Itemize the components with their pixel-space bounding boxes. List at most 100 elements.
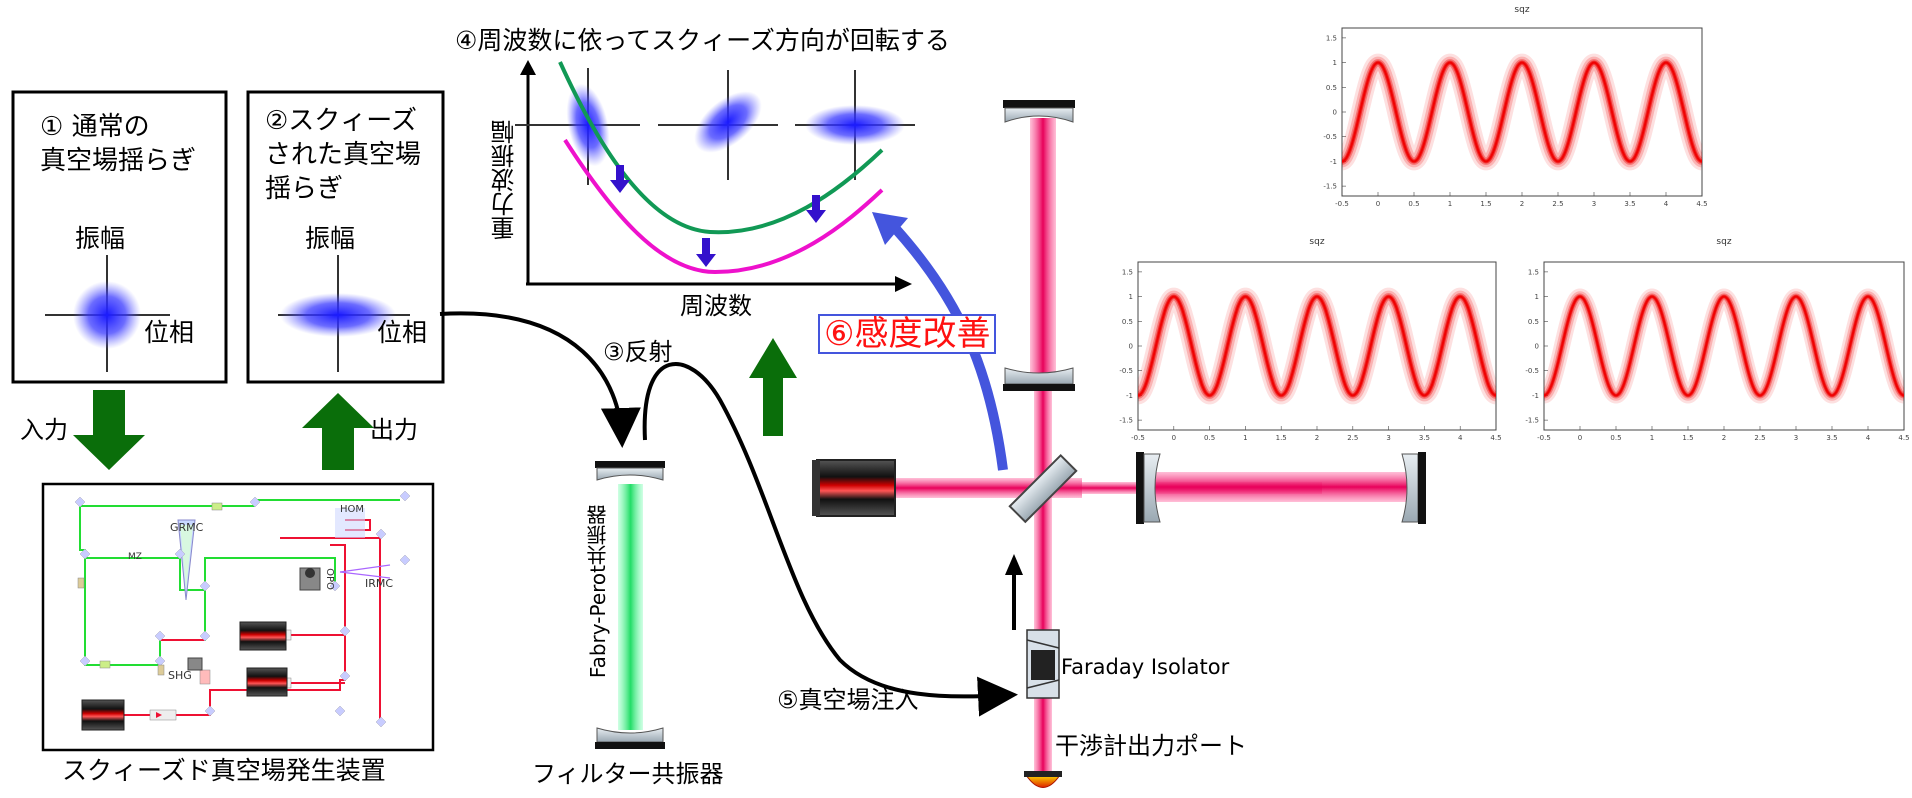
vertical-arm-beam <box>1030 118 1056 388</box>
box2-amplitude-label: 振幅 <box>305 224 356 253</box>
sqz-x-tick-label: 1 <box>1243 434 1247 442</box>
interferometer <box>812 100 1426 788</box>
sqz-y-tick-label: 1 <box>1129 293 1133 301</box>
injection-label: ⑤真空場注入 <box>777 686 919 714</box>
freq-rotation-plot <box>515 60 915 292</box>
box2-phase-label: 位相 <box>377 318 428 347</box>
sqz-y-tick-label: 1.5 <box>1122 268 1133 276</box>
reflection-label: ③反射 <box>603 338 673 366</box>
freq-plot-ylabel: 重力波振幅 <box>491 120 519 240</box>
sqz-x-tick-label: 3 <box>1592 200 1596 208</box>
improvement-label: ⑥感度改善 <box>818 314 997 354</box>
filter-cavity-top-mirror <box>595 461 665 481</box>
squeezed-vacuum-label: ②スクィーズ された真空場 揺らぎ <box>265 106 422 204</box>
sqz-x-tick-label: -0.5 <box>1335 200 1349 208</box>
sqz-x-tick-label: 4.5 <box>1898 434 1909 442</box>
sqz-plot-frame <box>1341 27 1703 197</box>
sqz-x-tick-label: 2.5 <box>1754 434 1765 442</box>
freq-plot-y-arrowhead <box>520 60 536 75</box>
photodetector <box>1024 771 1062 788</box>
sqz-curve <box>1138 287 1496 405</box>
sqz-x-tick-label: 4.5 <box>1490 434 1501 442</box>
isolator-label: Faraday Isolator <box>1061 655 1230 679</box>
sqz-x-tick-label: 4.5 <box>1696 200 1707 208</box>
sqz-y-tick-label: 1 <box>1333 59 1337 67</box>
sqz-x-tick-label: 2 <box>1520 200 1524 208</box>
filter-cavity <box>595 461 665 749</box>
sqz-y-tick-label: -0.5 <box>1119 367 1133 375</box>
sqz-y-tick-label: -1 <box>1532 392 1539 400</box>
filter-cavity-beam <box>618 484 643 730</box>
sqz-x-tick-label: 3.5 <box>1419 434 1430 442</box>
sqz-x-tick-label: 1 <box>1650 434 1654 442</box>
sqz-curve <box>1342 53 1702 171</box>
sqz-x-tick-label: 4 <box>1458 434 1463 442</box>
sqz-y-tick-label: -1.5 <box>1323 183 1337 191</box>
freq-rotation-title: ④周波数に依ってスクィーズ方向が回転する <box>455 26 950 55</box>
sqz-y-tick-label: -1 <box>1126 392 1133 400</box>
sqz-x-tick-label: 0.5 <box>1408 200 1419 208</box>
filter-cavity-label: フィルター共振器 <box>532 760 724 788</box>
sqz-y-tick-label: 0.5 <box>1326 84 1337 92</box>
sqz-y-tick-label: -0.5 <box>1323 133 1337 141</box>
faraday-isolator <box>1026 629 1060 699</box>
setup-label-opo: OPO <box>323 568 335 590</box>
sqz-curve <box>1544 288 1904 404</box>
squeeze-ellipse-mid <box>658 70 778 180</box>
sqz-x-tick-label: 3.5 <box>1826 434 1837 442</box>
sqz-x-tick-label: 2 <box>1722 434 1726 442</box>
squeezed-vacuum-blob <box>280 293 396 337</box>
sqz-x-tick-label: 1.5 <box>1480 200 1491 208</box>
sqz-y-tick-label: 0 <box>1535 343 1539 351</box>
sqz-x-tick-label: -0.5 <box>1131 434 1145 442</box>
east-end-mirror <box>1401 452 1426 524</box>
sqz-y-tick-label: -1.5 <box>1525 417 1539 425</box>
horizontal-arm-cavity-beam <box>1148 472 1410 502</box>
normal-vacuum-label: ① 通常の 真空場揺らぎ <box>40 112 197 176</box>
injection-up-arrow <box>1005 554 1023 630</box>
sqz-plot-title: sqz <box>1309 237 1324 247</box>
sqz-y-tick-label: 1 <box>1535 293 1539 301</box>
sqz-x-tick-label: -0.5 <box>1537 434 1551 442</box>
box1-phase-label: 位相 <box>144 318 195 347</box>
filter-cavity-axis-label: Fabry-Perot共振器 <box>586 505 610 679</box>
beam-to-filter-arrow <box>439 311 641 448</box>
improvement-arrows <box>610 165 826 267</box>
sqz-x-tick-label: 3 <box>1386 434 1390 442</box>
output-label: 出力 <box>370 416 418 444</box>
beam-splitter <box>1008 453 1078 524</box>
input-label: 入力 <box>20 416 68 444</box>
sqz-x-tick-label: 2.5 <box>1347 434 1358 442</box>
sqz-y-tick-label: 1.5 <box>1326 34 1337 42</box>
setup-label-mz: MZ <box>128 552 142 562</box>
setup-label-shg: SHG <box>168 669 192 682</box>
noise-curve-green <box>558 61 884 235</box>
sqz-plots: sqz -0.5 0 0.5 1 1.5 2 2.5 3 3.5 4 4.5 1.5 1 0.5 0 -0.5 -… <box>1119 5 1909 442</box>
north-end-mirror <box>1003 100 1075 123</box>
sqz-y-tick-label: -0.5 <box>1525 367 1539 375</box>
sqz-plot-title: sqz <box>1514 5 1529 15</box>
normal-vacuum-blob <box>73 281 141 349</box>
squeeze-ellipse-low <box>515 68 640 185</box>
output-port-beam <box>1034 388 1052 778</box>
sqz-x-tick-label: 1 <box>1448 200 1452 208</box>
sqz-y-tick-label: 1.5 <box>1528 268 1539 276</box>
squeezer-setup-schematic <box>74 490 411 731</box>
sqz-x-tick-label: 0.5 <box>1204 434 1215 442</box>
freq-plot-xlabel: 周波数 <box>680 292 752 320</box>
main-laser <box>812 459 896 517</box>
freq-plot-x-arrowhead <box>895 276 912 292</box>
output-arrow <box>302 393 374 470</box>
sqz-y-tick-label: 0.5 <box>1122 318 1133 326</box>
sqz-y-tick-label: 0.5 <box>1528 318 1539 326</box>
input-arrow <box>73 390 145 470</box>
setup-label-hom: HOM <box>340 504 365 515</box>
east-input-mirror <box>1136 452 1161 524</box>
source-label: スクィーズド真空場発生装置 <box>62 756 386 785</box>
sqz-x-tick-label: 1.5 <box>1276 434 1287 442</box>
north-input-mirror <box>1003 367 1075 391</box>
box1-amplitude-label: 振幅 <box>75 224 126 253</box>
sqz-x-tick-label: 0 <box>1376 200 1380 208</box>
